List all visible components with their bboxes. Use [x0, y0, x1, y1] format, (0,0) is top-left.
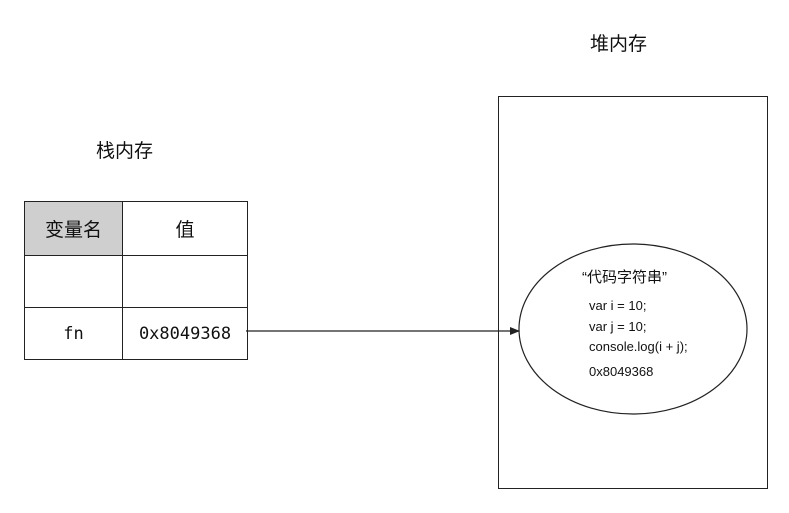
code-line-2: var j = 10; [589, 319, 647, 334]
stack-table: 变量名 值 fn 0x8049368 [24, 201, 248, 360]
stack-table-header: 变量名 值 [24, 201, 248, 256]
heap-memory-box [498, 96, 768, 489]
stack-memory-title: 栈内存 [96, 140, 154, 162]
heap-memory-title: 堆内存 [590, 33, 648, 55]
row-fn-value: 0x8049368 [122, 307, 248, 360]
heap-address-label: 0x8049368 [589, 364, 654, 379]
code-line-3: console.log(i + j); [589, 339, 688, 354]
function-object-title: “代码字符串” [582, 269, 667, 286]
row-fn-name: fn [24, 307, 123, 360]
code-line-1: var i = 10; [589, 298, 647, 313]
header-value: 值 [122, 201, 248, 256]
table-row: fn 0x8049368 [24, 307, 248, 360]
